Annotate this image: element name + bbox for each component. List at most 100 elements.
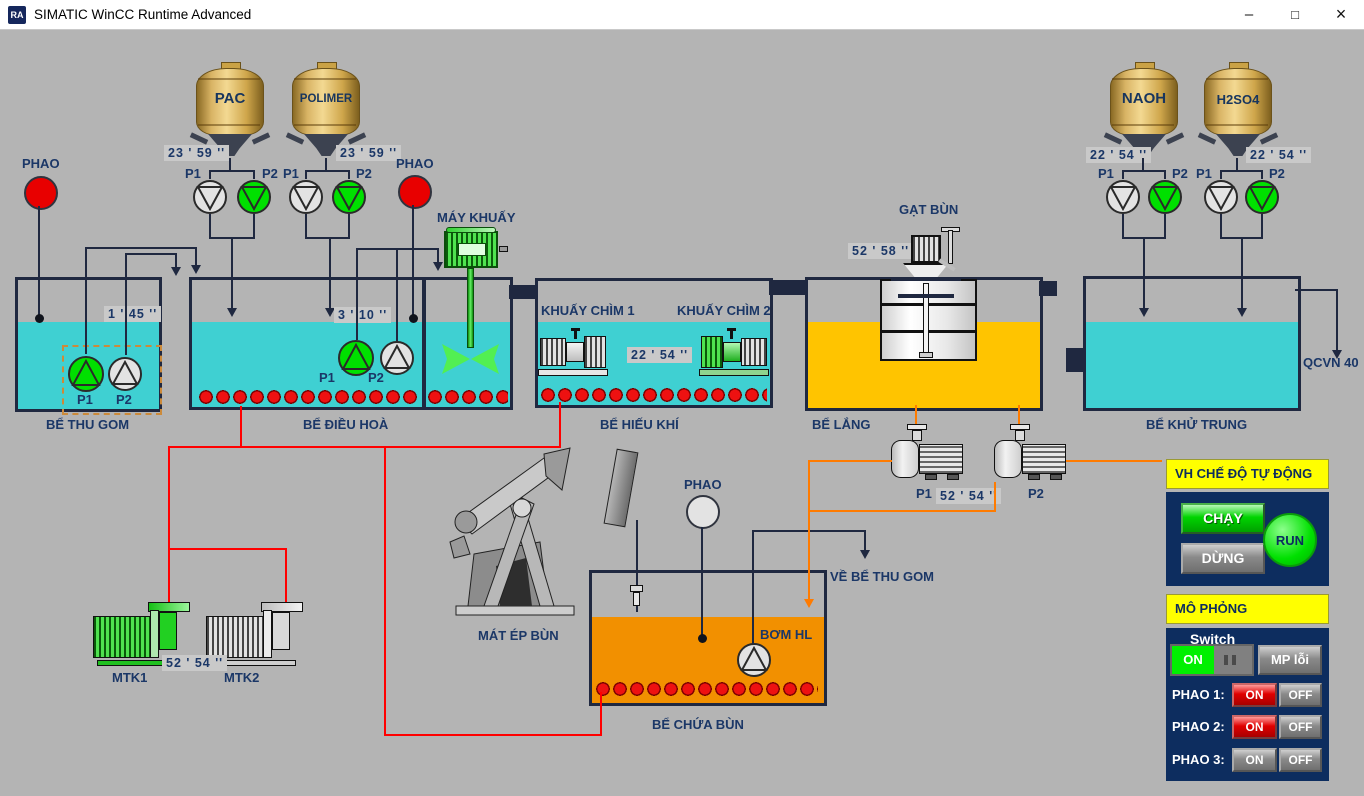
pipe [85,247,87,354]
mixer-motor-cap [446,227,496,233]
water-khu-trung [1086,322,1298,408]
pipe [1336,289,1338,351]
phao1-off-button[interactable]: OFF [1279,683,1322,707]
start-button[interactable]: CHẠY [1181,503,1265,534]
vessel-band [198,78,260,80]
float-label-phao3: PHAO [684,477,722,492]
return-pipe [752,530,754,644]
flow-arrow [325,308,335,317]
vessel-band [1112,78,1174,80]
sludge-pipe [808,460,810,600]
outflow-label-qcvn40: QCVN 40 [1303,355,1359,370]
mp-fault-button[interactable]: MP lỗi [1258,645,1322,675]
chemical-tank-naoh: NAOH [1103,62,1185,162]
phao2-on-button[interactable]: ON [1232,715,1277,739]
run-indicator-lamp: RUN [1263,513,1317,567]
vessel-leg [1165,132,1185,145]
tank-label-thu-gom: BỂ THU GOM [46,417,130,432]
flow-arrow [804,599,814,608]
mixer-shaft [467,268,474,348]
flow-arrow [1139,308,1149,317]
timer-pac: 23 ' 59 '' [164,145,230,161]
blower-label-mtk2: MTK2 [224,670,260,685]
timer-polimer: 23 ' 59 '' [336,145,402,161]
submersible-mixer2-label: KHUẤY CHÌM 2 [677,303,771,318]
level-sensor-stem [636,520,638,612]
pump-dieu-hoa-p2-stopped [380,341,414,375]
scraper-funnel [903,263,949,281]
pipe [305,170,349,172]
switch-on-segment[interactable]: ON [1172,646,1214,674]
timer-naoh: 22 ' 54 '' [1086,147,1152,163]
phao3-on-button[interactable]: ON [1232,748,1277,772]
close-button[interactable]: × [1335,4,1347,24]
pipe [329,237,331,309]
scraper-bridge [891,277,961,281]
flow-arrow [1237,308,1247,317]
air-pipe [168,446,170,548]
submersible-mixer1-label: KHUẤY CHÌM 1 [541,303,635,318]
pipe [1164,170,1166,179]
float-ball [698,634,707,643]
dosing-pump-h2so4-p1 [1204,180,1238,214]
aeration-diffusers-chua-bun [596,682,818,696]
phao3-off-button[interactable]: OFF [1279,748,1322,772]
pump-group-frame [62,345,162,415]
sludge-pipe [808,510,996,512]
pipe [1122,237,1166,239]
float-stem [38,206,40,317]
phao2-off-button[interactable]: OFF [1279,715,1322,739]
phao2-row-label: PHAO 2: [1172,719,1225,734]
phao3-row-label: PHAO 3: [1172,752,1225,767]
mixer-label: MÁY KHUẤY [437,210,516,225]
pump-label-p2: P2 [1269,166,1285,181]
press-label: MÁT ÉP BÙN [478,628,559,643]
pump-label-p1: P1 [185,166,201,181]
minimize-button[interactable]: – [1244,6,1254,23]
vessel-name: H2SO4 [1216,92,1260,107]
tank-be-khu-trung [1083,276,1301,411]
dosing-pump-h2so4-p2-running [1245,180,1279,214]
sim-switch[interactable]: ON [1170,644,1254,676]
float-phao2-alarm [398,175,432,209]
pipe [209,214,211,237]
tank-connector [1066,348,1085,372]
vessel-band [294,124,356,126]
phao1-on-button[interactable]: ON [1232,683,1277,707]
vessel-leg [285,132,305,145]
pump-label-p1: P1 [1196,166,1212,181]
vessel-band [1206,78,1268,80]
return-line-label: VỀ BỂ THU GOM [830,569,935,584]
stop-button[interactable]: DỪNG [1181,543,1265,574]
maximize-button[interactable]: □ [1291,7,1299,22]
switch-label: Switch [1190,631,1236,647]
pipe [209,170,255,172]
aeration-diffusers-dieu-hoa-2 [428,390,508,404]
chemical-tank-h2so4: H2SO4 [1197,62,1279,162]
sludge-pipe [994,482,996,512]
pump-label-p1: P1 [319,370,335,385]
vessel-leg [1259,132,1279,145]
sludge-pipe [808,460,892,462]
tank-label-dieu-hoa: BỂ ĐIỀU HOÀ [303,417,389,432]
pipe [1241,237,1243,309]
pipe [1220,214,1222,237]
vessel-leg [189,132,209,145]
pipe [85,247,197,249]
dosing-pump-naoh-p1 [1106,180,1140,214]
press-blade [603,448,639,528]
air-pipe [168,548,170,602]
vessel-band [294,78,356,80]
flow-arrow [191,265,201,274]
pipe [437,248,439,263]
pipe [325,158,327,170]
pump-label-p2: P2 [116,392,132,407]
air-pipe [285,548,287,602]
float-stem [701,527,703,637]
pipe [231,237,233,309]
phao1-row-label: PHAO 1: [1172,687,1225,702]
pipe [396,248,398,341]
submersible-mixer-2-running [697,328,769,376]
vessel-leg [347,132,367,145]
